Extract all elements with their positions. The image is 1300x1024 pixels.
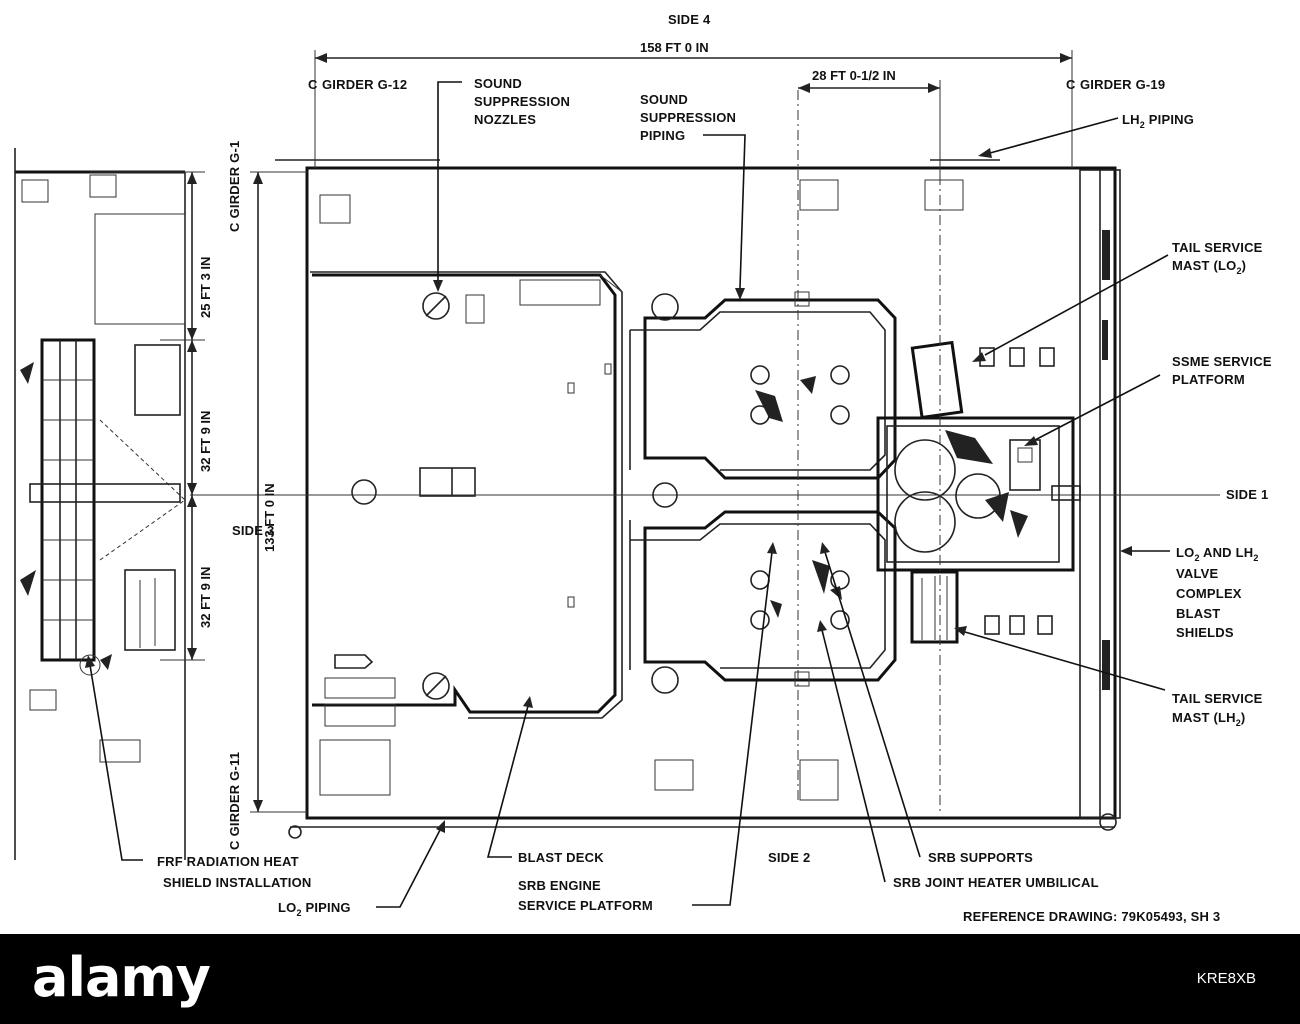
valve-complex-label-line1: LO2 AND LH2 — [1176, 545, 1259, 563]
mid-segment-2-dimension-label: 32 FT 9 IN — [198, 567, 213, 628]
srb-supports-label: SRB SUPPORTS — [928, 850, 1033, 865]
girder-g12-label: GIRDER G-12 — [322, 77, 407, 92]
girder-g1-label: CGIRDER G-1 — [227, 141, 242, 232]
girder-g19-label: GIRDER G-19 — [1080, 77, 1165, 92]
center-dimension-label: 28 FT 0-1/2 IN — [812, 68, 896, 83]
girder-g11-label: CGIRDER G-11 — [227, 752, 242, 850]
blast-deck — [310, 271, 623, 727]
frf-shield-label-line1: FRF RADIATION HEAT — [157, 854, 299, 869]
alamy-logo: alamy — [32, 946, 211, 1009]
leader-lines — [85, 81, 1170, 908]
image-id-text: KRE8XB — [1196, 970, 1256, 987]
lh2-piping-label: LH2 PIPING — [1122, 112, 1194, 130]
ssme-platform-label-line2: PLATFORM — [1172, 372, 1245, 387]
mobile-launcher-platform-plan-diagram: SIDE 4 158 FT 0 IN 28 FT 0-1/2 IN C GIRD… — [14, 12, 1272, 924]
dimension-lines — [90, 50, 1073, 813]
side-4-label: SIDE 4 — [668, 12, 711, 27]
tail-service-mast-lh2-line1: TAIL SERVICE — [1172, 691, 1263, 706]
srb-engine-platform-label-line1: SRB ENGINE — [518, 878, 601, 893]
side-2-label: SIDE 2 — [768, 850, 810, 865]
srb-engine-platform-label-line2: SERVICE PLATFORM — [518, 898, 653, 913]
frf-shield-label-line2: SHIELD INSTALLATION — [163, 875, 311, 890]
top-segment-dimension-label: 25 FT 3 IN — [198, 257, 213, 318]
blast-deck-label: BLAST DECK — [518, 850, 604, 865]
left-elevation-view — [14, 148, 186, 860]
srb-heater-umbilical-label: SRB JOINT HEATER UMBILICAL — [893, 875, 1099, 890]
sound-piping-label-line1: SOUND — [640, 92, 688, 107]
height-dimension-label: 133 FT 0 IN — [262, 483, 277, 552]
sound-piping-label-line2: SUPPRESSION — [640, 110, 736, 125]
ssme-area — [876, 175, 1081, 815]
valve-complex-label-line4: BLAST — [1176, 606, 1220, 621]
valve-complex-label-line3: COMPLEX — [1176, 586, 1242, 601]
platform-outline — [275, 159, 1121, 839]
stock-photo-banner: alamy KRE8XB — [0, 934, 1300, 1024]
lo2-piping-label: LO2 PIPING — [278, 900, 351, 918]
width-dimension-label: 158 FT 0 IN — [640, 40, 709, 55]
tail-service-mast-lo2-line2: MAST (LO2) — [1172, 258, 1246, 276]
sound-nozzles-label-line2: SUPPRESSION — [474, 94, 570, 109]
ssme-platform-label-line1: SSME SERVICE — [1172, 354, 1272, 369]
sound-nozzles-label-line1: SOUND — [474, 76, 522, 91]
reference-drawing-label: REFERENCE DRAWING: 79K05493, SH 3 — [963, 909, 1220, 924]
valve-complex-label-line2: VALVE — [1176, 566, 1219, 581]
centerline-symbol-g12: C — [308, 77, 318, 92]
centerline-symbol-g19: C — [1066, 77, 1076, 92]
srb-exhaust-area — [629, 90, 897, 800]
side-3-label: SIDE 3 — [232, 523, 274, 538]
tail-service-mast-lo2-line1: TAIL SERVICE — [1172, 240, 1263, 255]
side-1-label: SIDE 1 — [1226, 487, 1268, 502]
valve-complex-label-line5: SHIELDS — [1176, 625, 1234, 640]
sound-nozzles-label-line3: NOZZLES — [474, 112, 536, 127]
sound-piping-label-line3: PIPING — [640, 128, 685, 143]
mid-segment-1-dimension-label: 32 FT 9 IN — [198, 411, 213, 472]
tail-service-mast-lh2-line2: MAST (LH2) — [1172, 710, 1245, 728]
